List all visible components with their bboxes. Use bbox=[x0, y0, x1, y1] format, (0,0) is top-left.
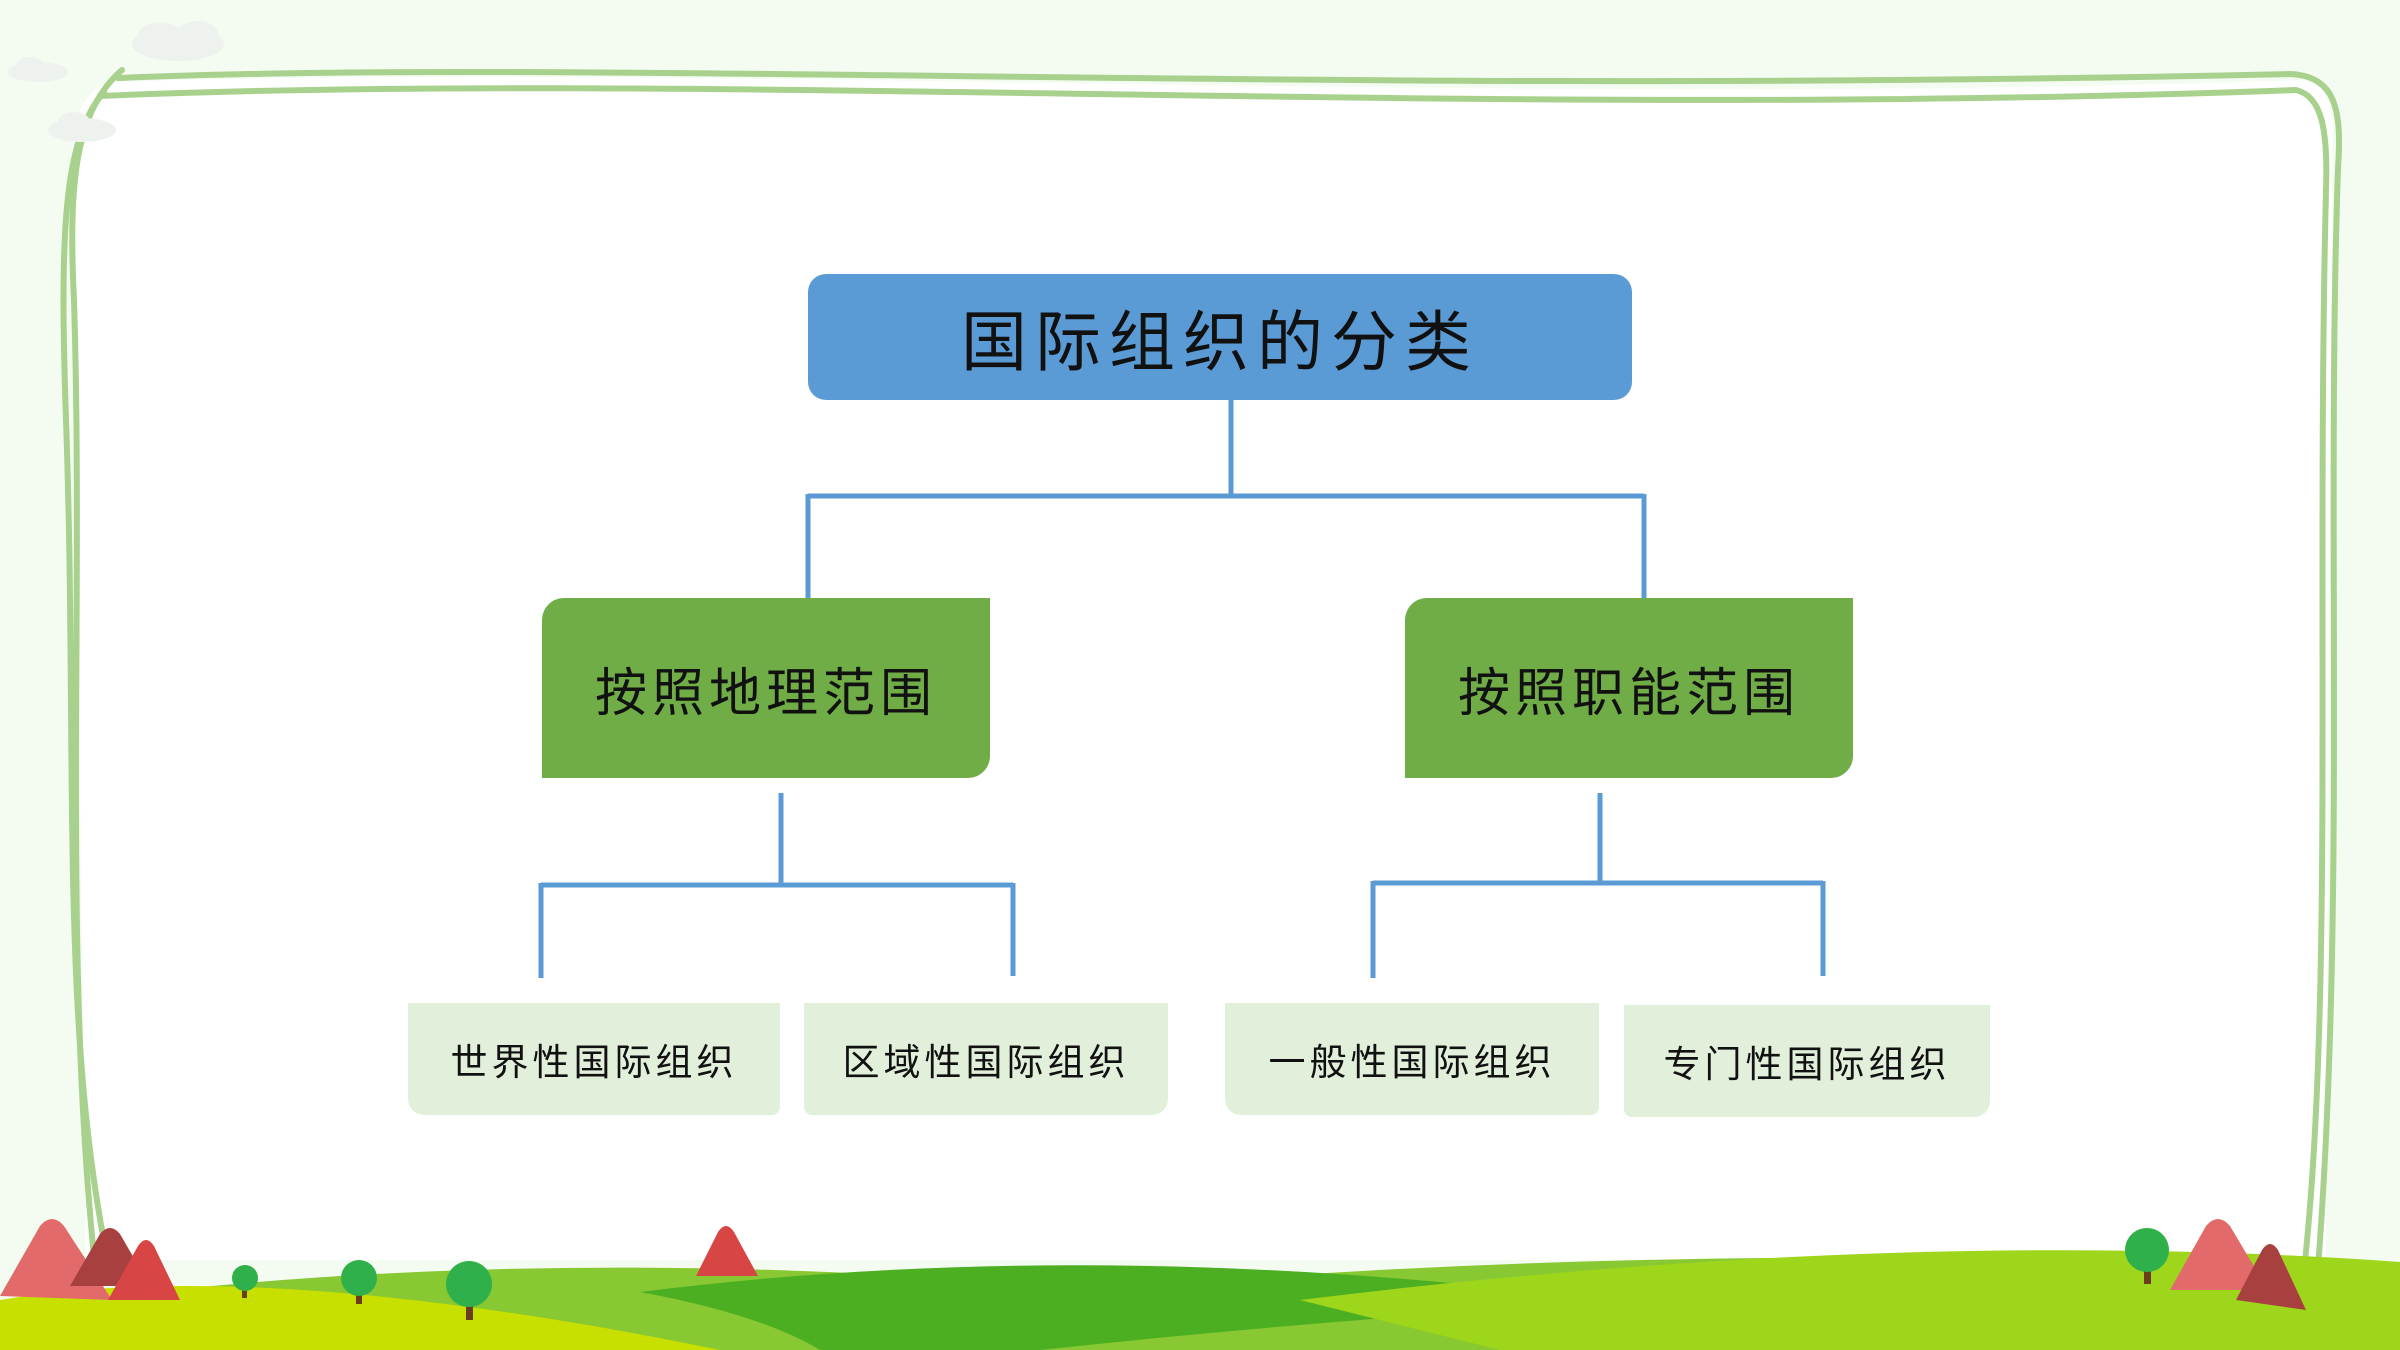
cloud-icon bbox=[8, 21, 224, 142]
leaf-node-general-organization: 一般性国际组织 bbox=[1225, 1003, 1599, 1115]
root-node-label: 国际组织的分类 bbox=[961, 304, 1479, 381]
leaf-node-regional-organization: 区域性国际组织 bbox=[804, 1003, 1168, 1115]
leaf-node-global-organization: 世界性国际组织 bbox=[408, 1003, 780, 1115]
frame-panel bbox=[71, 76, 2333, 1261]
connector-root-to-branches bbox=[805, 400, 1647, 598]
leaf-node-specialized-organization: 专门性国际组织 bbox=[1624, 1005, 1990, 1117]
connector-branch-2-to-leaves bbox=[1370, 793, 1826, 978]
connector-branch-1-to-leaves bbox=[538, 793, 1016, 978]
leaf-node-label: 专门性国际组织 bbox=[1663, 1043, 1951, 1086]
branch-node-label: 按照地理范围 bbox=[594, 663, 937, 724]
leaf-node-label: 区域性国际组织 bbox=[842, 1041, 1130, 1084]
frame-border bbox=[60, 67, 2343, 1283]
hills bbox=[0, 1250, 2400, 1350]
branch-node-functional-scope: 按照职能范围 bbox=[1405, 598, 1853, 778]
mountains bbox=[0, 1219, 2306, 1310]
root-node: 国际组织的分类 bbox=[808, 274, 1632, 400]
branch-node-geographic-scope: 按照地理范围 bbox=[542, 598, 990, 778]
leaf-node-label: 一般性国际组织 bbox=[1268, 1041, 1556, 1084]
tree-icon bbox=[232, 1228, 2169, 1320]
branch-node-label: 按照职能范围 bbox=[1457, 663, 1800, 724]
leaf-node-label: 世界性国际组织 bbox=[450, 1041, 738, 1084]
